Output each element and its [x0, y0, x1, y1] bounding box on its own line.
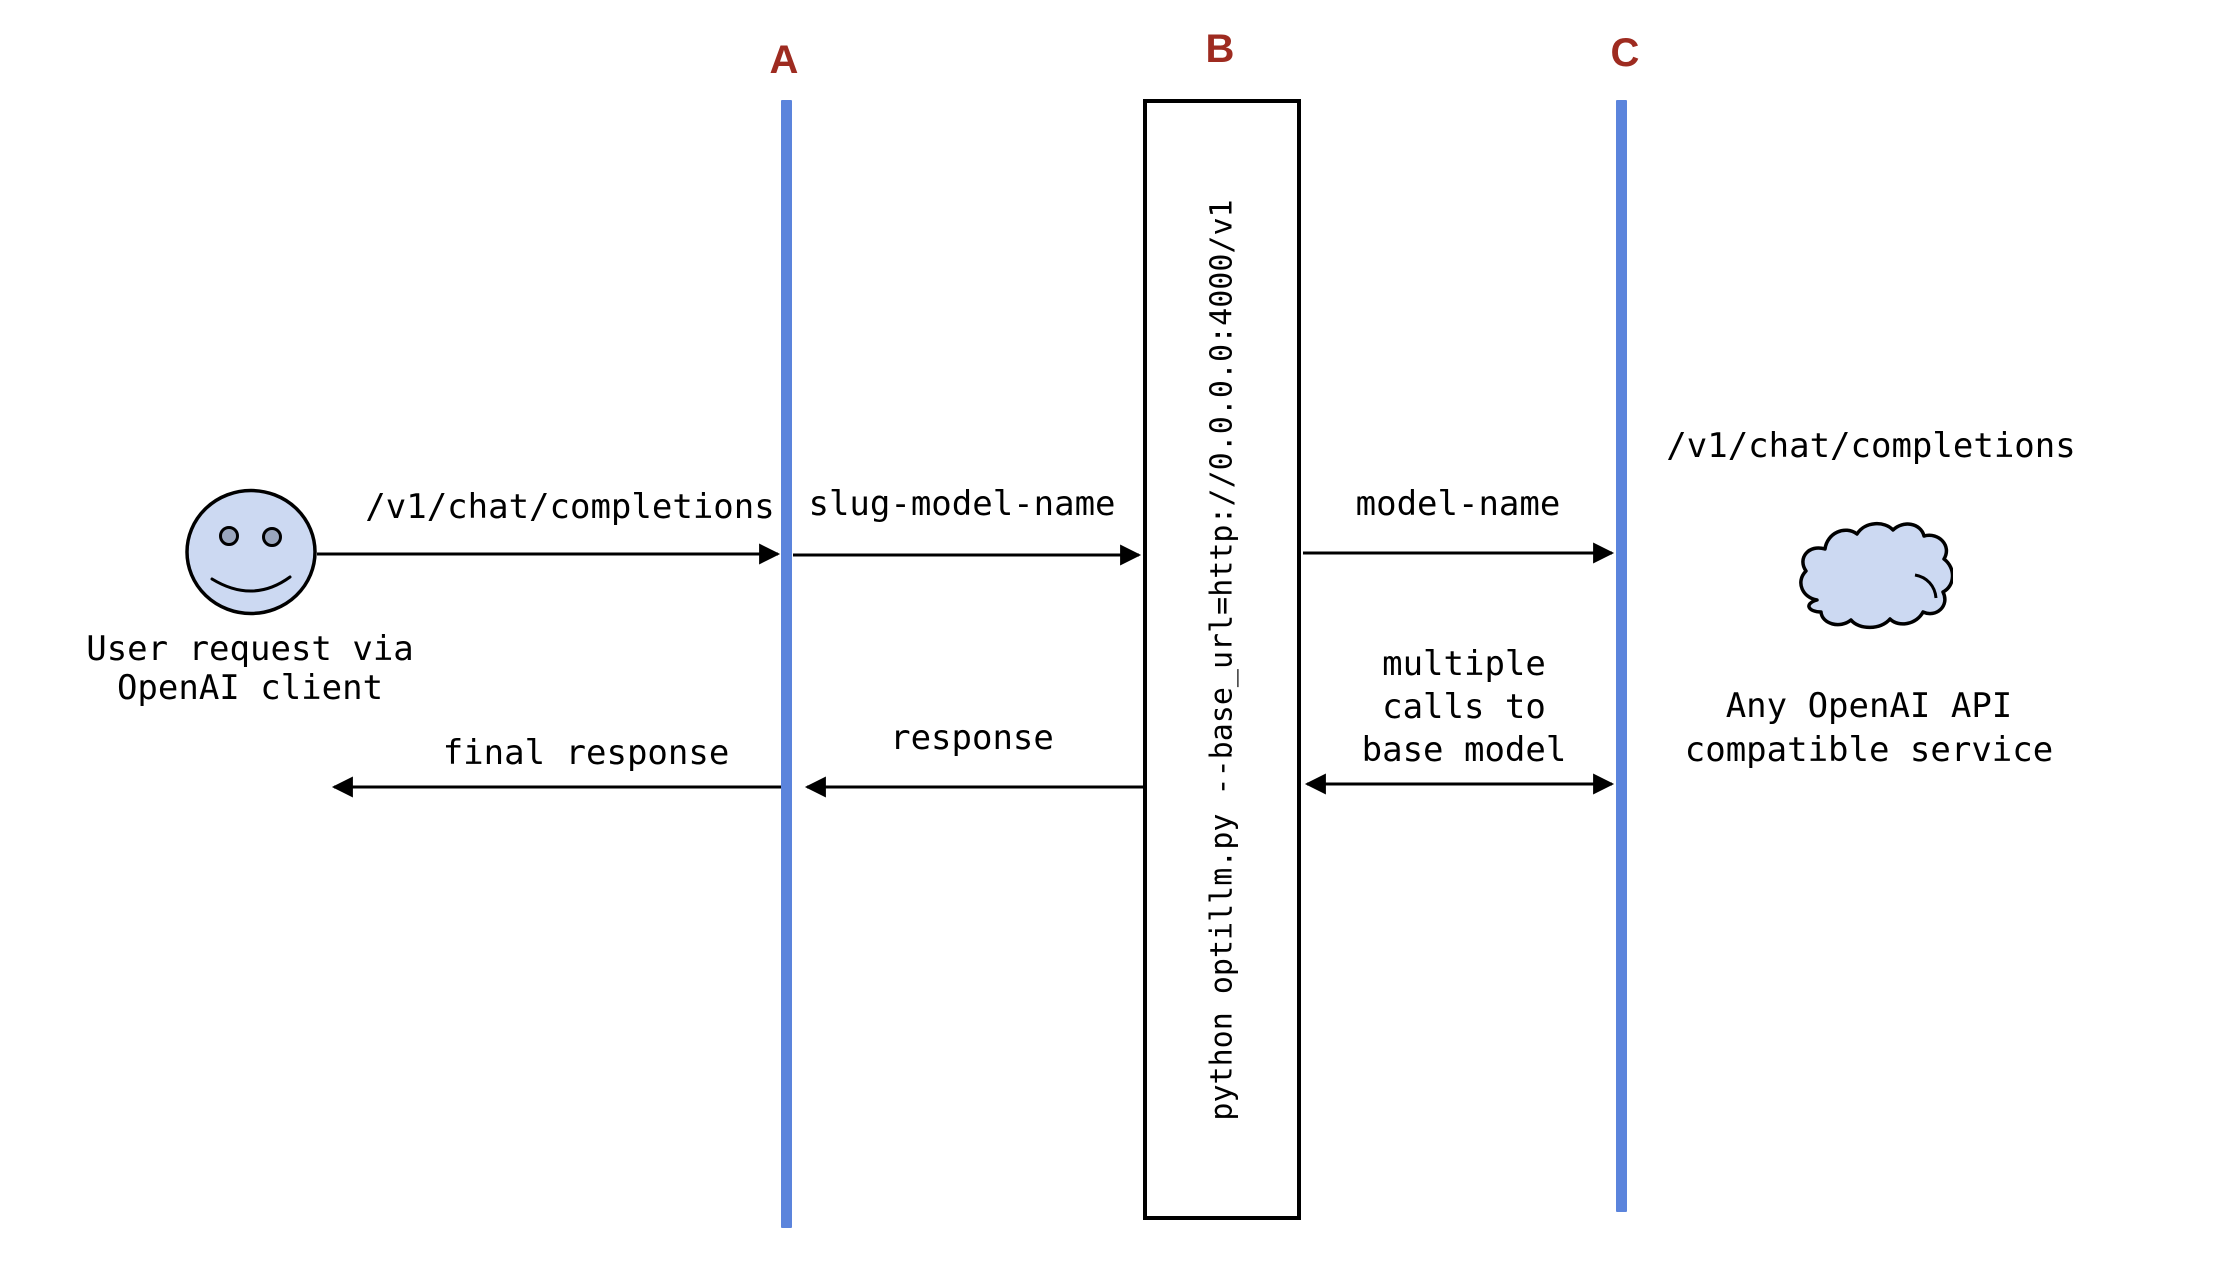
slug-model-name-label: slug-model-name: [808, 484, 1116, 524]
user-caption-line2: OpenAI client: [116, 668, 384, 708]
service-caption: Any OpenAI API compatible service: [1685, 684, 2053, 772]
lifeline-b-label: B: [1205, 27, 1235, 71]
user-smiley-icon: [185, 488, 317, 616]
request-endpoint-label: /v1/chat/completions: [365, 487, 775, 527]
cloud-icon: [1799, 522, 1953, 630]
lifeline-c-label: C: [1610, 31, 1640, 75]
lifeline-a: [781, 100, 792, 1228]
multiple-calls-line1: multiple: [1382, 644, 1546, 684]
user-caption-line1: User request via: [86, 629, 414, 669]
response-label: response: [890, 718, 1054, 758]
final-response-label: final response: [442, 733, 730, 773]
lifeline-c: [1616, 100, 1627, 1212]
service-caption-line1: Any OpenAI API: [1725, 686, 2013, 726]
service-endpoint-label: /v1/chat/completions: [1666, 426, 2076, 466]
service-caption-line2: compatible service: [1684, 730, 2054, 770]
smile-curve: [210, 575, 292, 593]
left-eye: [219, 526, 239, 546]
multiple-calls-line2: calls to: [1382, 687, 1546, 727]
multiple-calls-line3: base model: [1361, 730, 1567, 770]
user-caption: User request via OpenAI client: [86, 630, 414, 708]
right-eye: [262, 527, 282, 547]
proxy-box: python optillm.py --base_url=http://0.0.…: [1143, 99, 1301, 1220]
model-name-label: model-name: [1355, 484, 1561, 524]
cloud-outline: [1799, 522, 1953, 630]
lifeline-a-label: A: [769, 38, 799, 82]
multiple-calls-label: multiple calls to base model: [1362, 643, 1567, 772]
cloud-notch: [1914, 573, 1938, 599]
